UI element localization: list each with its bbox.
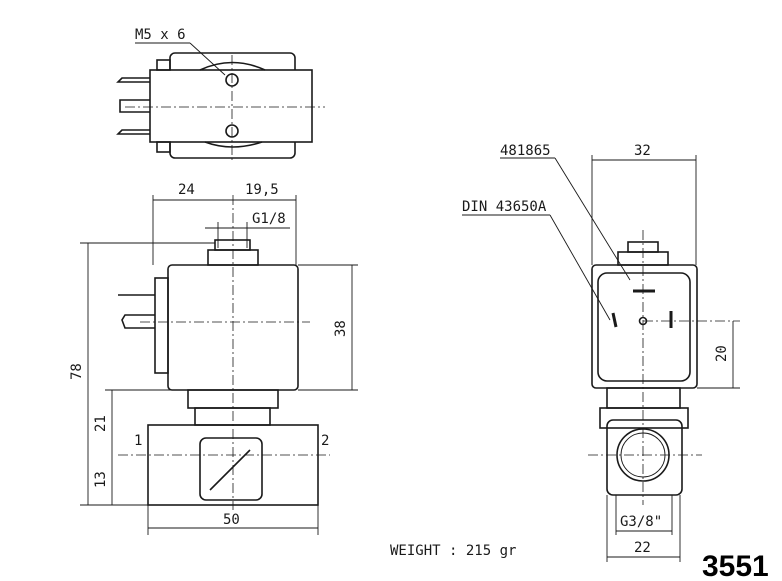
dim-38: 38: [333, 320, 349, 337]
top-view: M5 x 6: [116, 27, 325, 160]
dim-50: 50: [223, 512, 240, 528]
connector-standard-label: DIN 43650A: [462, 199, 547, 215]
dim-20: 20: [714, 345, 730, 362]
dim-21: 21: [93, 415, 109, 432]
pilot-port-label: G1/8: [252, 211, 286, 227]
dim-32: 32: [634, 143, 651, 159]
front-view: 24 19,5 G1/8 1 2 78 21 13 38: [69, 182, 358, 535]
dim-22: 22: [634, 540, 651, 556]
port-1-label: 1: [134, 433, 142, 449]
dim-24: 24: [178, 182, 195, 198]
part-number-label: 481865: [500, 143, 551, 159]
dim-78: 78: [69, 363, 85, 380]
thread-label: M5 x 6: [135, 27, 186, 43]
dim-19-5: 19,5: [245, 182, 279, 198]
port-thread-label: G3/8": [620, 514, 662, 530]
model-number: 3551: [702, 550, 769, 581]
side-view: 481865 DIN 43650A 32 20 G3/8" 22: [462, 143, 740, 562]
port-2-label: 2: [321, 433, 329, 449]
dim-13: 13: [93, 471, 109, 488]
weight-label: WEIGHT : 215 gr: [390, 543, 516, 559]
